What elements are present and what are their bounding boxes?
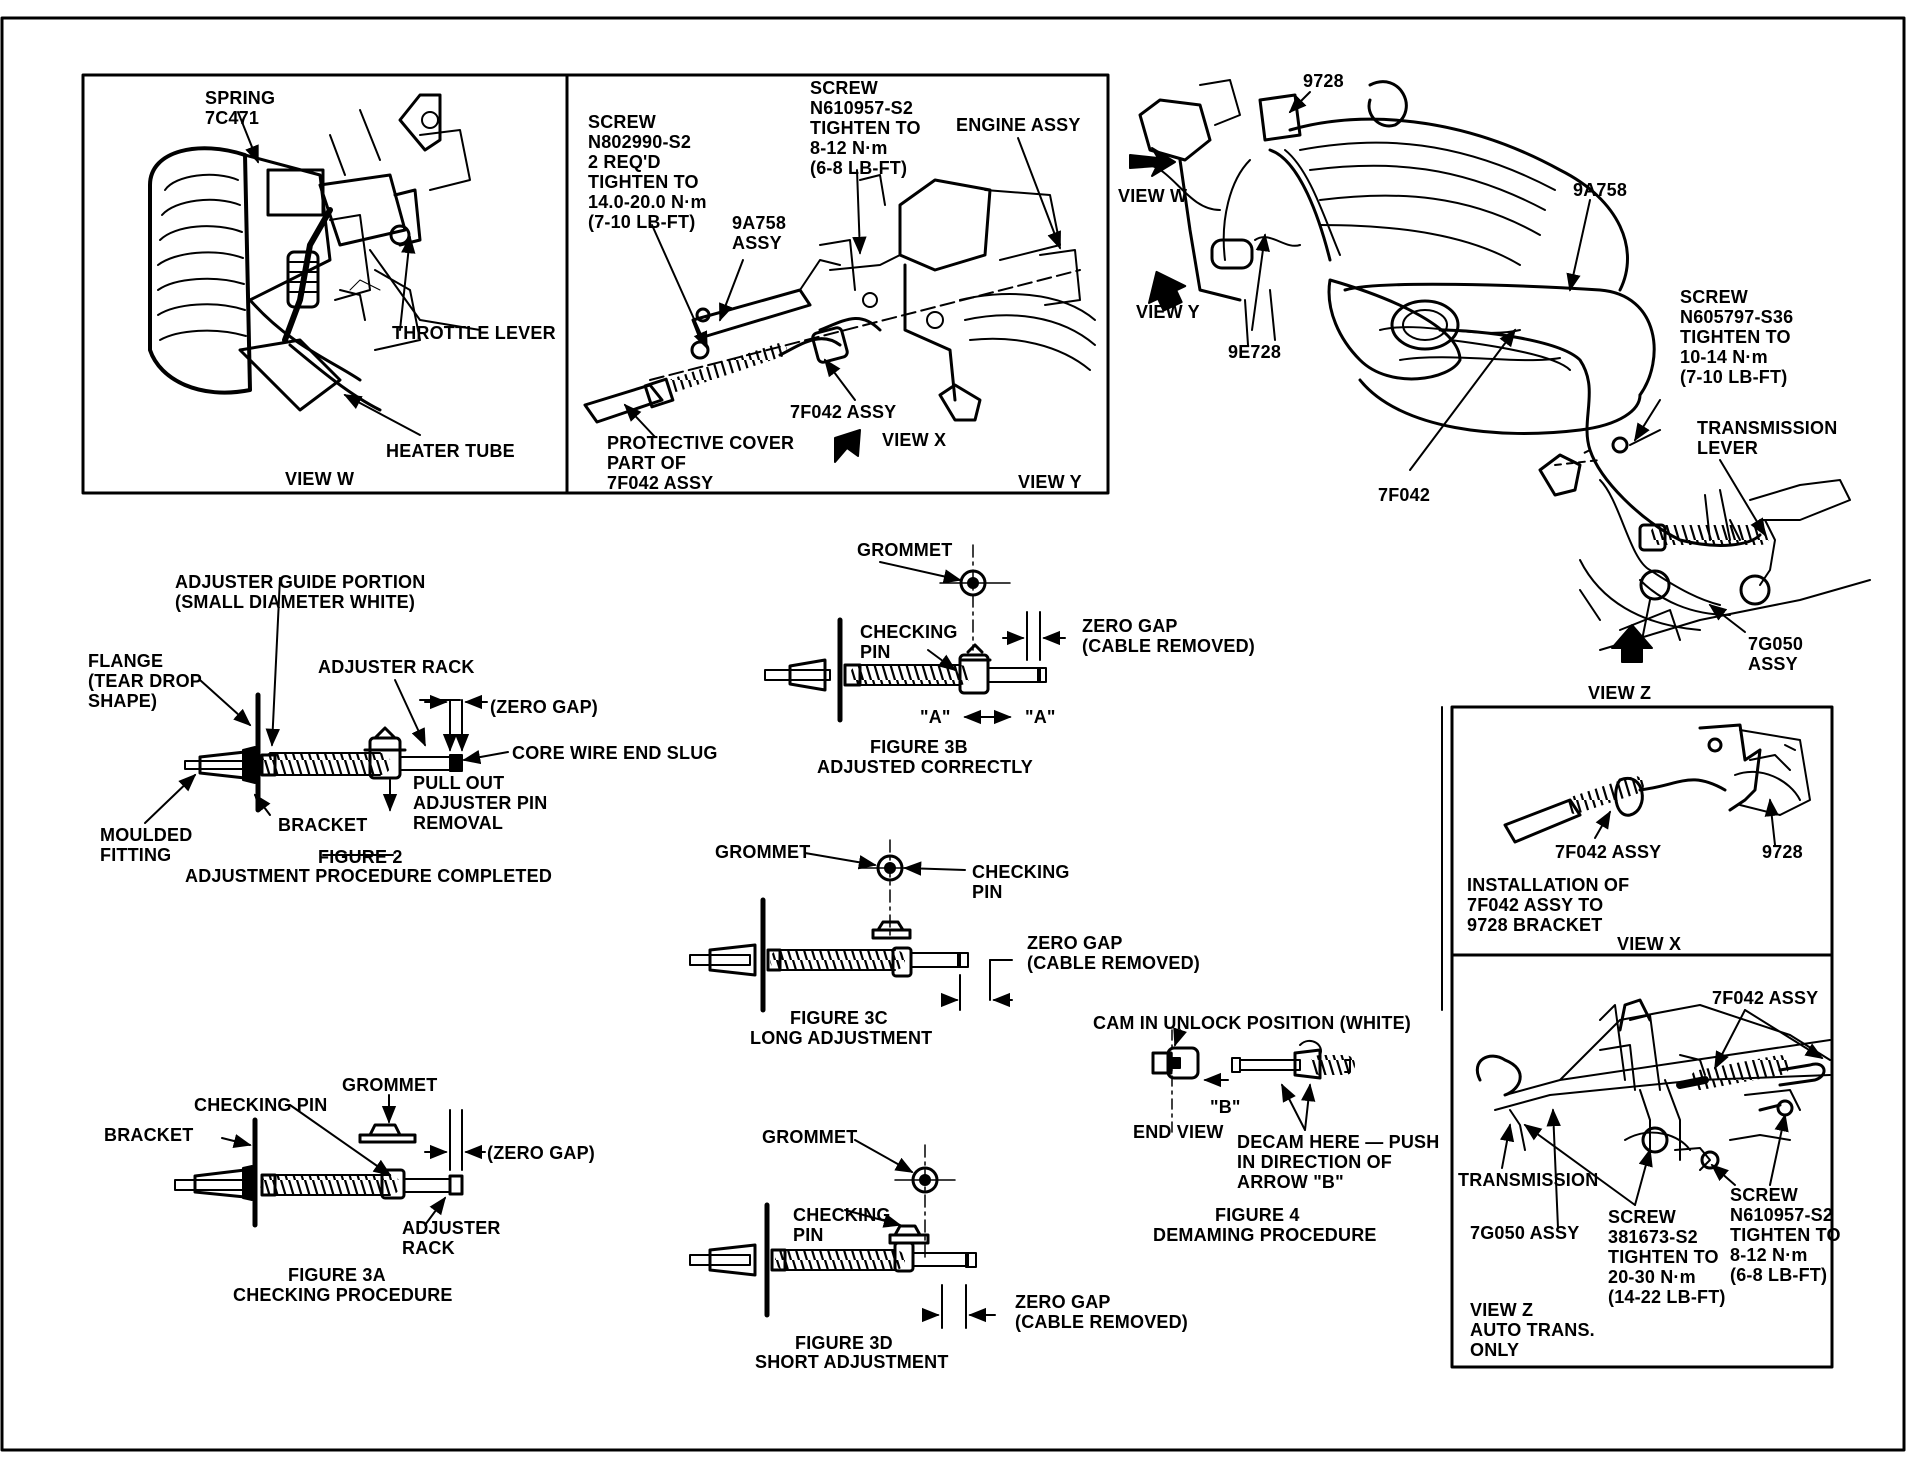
part-9a758-label: 9A758 bbox=[1573, 180, 1628, 200]
figure-3b-title: FIGURE 3B bbox=[870, 737, 968, 757]
cam-unlock-label: CAM IN UNLOCK POSITION (WHITE) bbox=[1093, 1013, 1411, 1033]
fig3d-zero-gap-label: ZERO GAP(CABLE REMOVED) bbox=[1015, 1292, 1188, 1332]
view-x-arrow-icon bbox=[834, 429, 861, 463]
heater-tube-label: HEATER TUBE bbox=[386, 441, 515, 461]
figure-3d-subtitle: SHORT ADJUSTMENT bbox=[755, 1352, 949, 1372]
fig3a-zero-gap-label: (ZERO GAP) bbox=[487, 1143, 595, 1163]
figure-2-subtitle: ADJUSTMENT PROCEDURE COMPLETED bbox=[185, 866, 553, 886]
fig3b-a-left-label: "A" bbox=[920, 707, 951, 727]
arrow-b-label: "B" bbox=[1210, 1097, 1241, 1117]
fig3c-grommet-label: GROMMET bbox=[715, 842, 811, 862]
figure-3d-title: FIGURE 3D bbox=[795, 1333, 893, 1353]
view-z-arrow-label: VIEW Z bbox=[1588, 683, 1652, 703]
part-9728-label: 9728 bbox=[1303, 71, 1344, 91]
figure-2-title: FIGURE 2 bbox=[318, 847, 403, 867]
figure-3a-illustration bbox=[174, 1117, 464, 1228]
part-7f042-assy-label: 7F042 ASSY bbox=[790, 402, 897, 422]
fig3a-bracket-label: BRACKET bbox=[104, 1125, 194, 1145]
fig2-bracket-label: BRACKET bbox=[278, 815, 368, 835]
fig3b-a-right-label: "A" bbox=[1025, 707, 1056, 727]
view-z-arrow-icon bbox=[1611, 624, 1653, 663]
fig3b-zero-gap-label: ZERO GAP(CABLE REMOVED) bbox=[1082, 616, 1255, 656]
adjuster-rack-label: ADJUSTER RACK bbox=[318, 657, 475, 677]
fig3d-grommet-label: GROMMET bbox=[762, 1127, 858, 1147]
adjuster-guide-label: ADJUSTER GUIDE PORTION(SMALL DIAMETER WH… bbox=[175, 572, 426, 612]
figure-3c-title: FIGURE 3C bbox=[790, 1008, 888, 1028]
engine-assy-label: ENGINE ASSY bbox=[956, 115, 1081, 135]
view-x-7f042-label: 7F042 ASSY bbox=[1555, 842, 1662, 862]
figure-4-subtitle: DEMAMING PROCEDURE bbox=[1153, 1225, 1377, 1245]
fig3b-grommet-label: GROMMET bbox=[857, 540, 953, 560]
view-x-arrow-label: VIEW X bbox=[882, 430, 947, 450]
view-x-9728-label: 9728 bbox=[1762, 842, 1803, 862]
figure-4-illustration bbox=[1151, 1029, 1355, 1136]
core-wire-label: CORE WIRE END SLUG bbox=[512, 743, 718, 763]
view-w-y-frame bbox=[81, 73, 1110, 495]
view-w-arrow-label: VIEW W bbox=[1118, 186, 1188, 206]
fig3c-zero-gap-label: ZERO GAP(CABLE REMOVED) bbox=[1027, 933, 1200, 973]
figure-3d-illustration bbox=[689, 1144, 977, 1318]
part-9e728-label: 9E728 bbox=[1228, 342, 1282, 362]
figure-2-illustration bbox=[184, 692, 463, 813]
fig3a-checking-pin-label: CHECKING PIN bbox=[194, 1095, 328, 1115]
view-x-illustration bbox=[1503, 723, 1811, 844]
view-w-illustration bbox=[148, 93, 481, 412]
part-7f042-label: 7F042 bbox=[1378, 485, 1431, 505]
figure-4-title: FIGURE 4 bbox=[1215, 1205, 1300, 1225]
fig3a-grommet-label: GROMMET bbox=[342, 1075, 438, 1095]
sheet-border bbox=[0, 16, 1906, 1452]
view-z-7f042-label: 7F042 ASSY bbox=[1712, 988, 1819, 1008]
figure-3a-title: FIGURE 3A bbox=[288, 1265, 386, 1285]
view-z-7g050-label: 7G050 ASSY bbox=[1470, 1223, 1580, 1243]
view-z-illustration bbox=[1476, 998, 1831, 1171]
view-y-arrow-icon bbox=[1147, 270, 1187, 312]
figure-3a-subtitle: CHECKING PROCEDURE bbox=[233, 1285, 453, 1305]
figure-3c-subtitle: LONG ADJUSTMENT bbox=[750, 1028, 933, 1048]
view-x-caption: VIEW X bbox=[1617, 934, 1682, 954]
view-y-caption: VIEW Y bbox=[1018, 472, 1082, 492]
transmission-label: TRANSMISSION bbox=[1458, 1170, 1599, 1190]
fig2-zero-gap-label: (ZERO GAP) bbox=[490, 697, 598, 717]
view-z-frame bbox=[1450, 953, 1834, 1369]
end-view-label: END VIEW bbox=[1133, 1122, 1224, 1142]
view-w-caption: VIEW W bbox=[285, 469, 355, 489]
figure-3b-subtitle: ADJUSTED CORRECTLY bbox=[817, 757, 1033, 777]
view-w-arrow-icon bbox=[1129, 147, 1176, 177]
throttle-lever-label: THROTTLE LEVER bbox=[392, 323, 556, 343]
view-y-arrow-label: VIEW Y bbox=[1136, 302, 1200, 322]
figure-3c-illustration bbox=[689, 839, 969, 1013]
